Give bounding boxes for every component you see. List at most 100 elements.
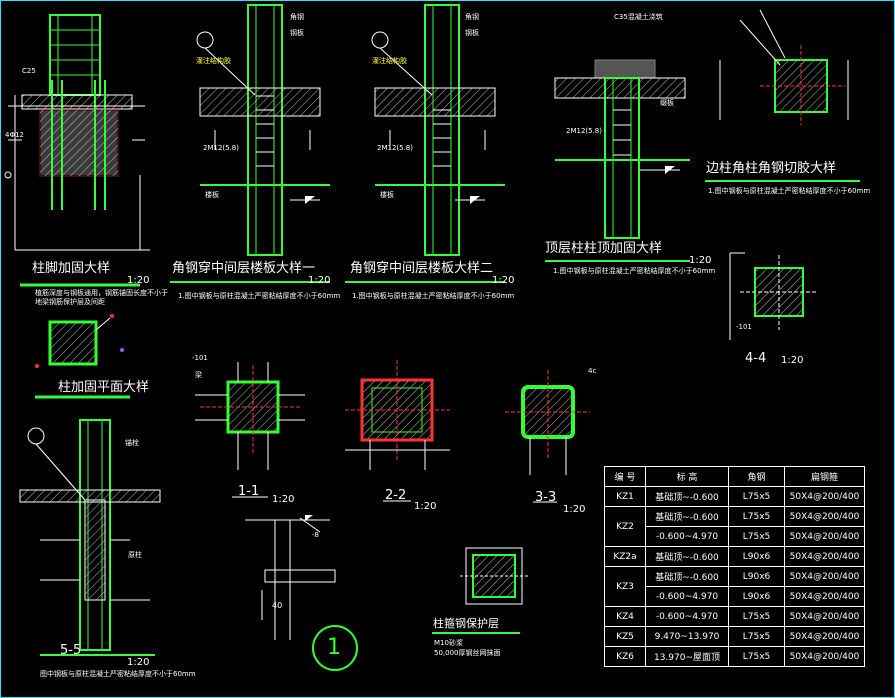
table-cell: 50X4@200/400	[784, 626, 865, 647]
label-4-4-l101: -101	[736, 323, 752, 331]
table-cell: KZ2a	[604, 546, 646, 567]
scale-4-4: 1:20	[781, 355, 804, 366]
column-reinforcement-table: 编 号 标 高 角钢 扁钢箍 KZ1 基础顶~-0.600 L75x5 50X4…	[604, 466, 865, 667]
table-row: -0.600~4.970 L90x6 50X4@200/400	[605, 586, 865, 607]
label-c35: C35混凝土浇筑	[614, 13, 663, 21]
title-cut: 边柱角柱角钢切胶大样	[706, 161, 837, 176]
table-row: KZ4 -0.600~4.970 L75x5 50X4@200/400	[604, 606, 865, 627]
table-cell: 基础顶~-0.600	[645, 566, 729, 587]
note-wrap-a: M10砂浆	[434, 639, 463, 647]
table-cell: L90x6	[728, 566, 785, 587]
table-header-cell: 编 号	[604, 466, 646, 487]
note-foot-a: 植筋深度与钢板通用，钢筋锚固长度不小于	[35, 289, 168, 297]
label-col-5: 原柱	[128, 551, 142, 559]
table-cell: 13.970~屋面顶	[645, 646, 729, 667]
table-cell: KZ2	[604, 506, 646, 547]
table-cell: 50X4@200/400	[784, 546, 865, 567]
label-glue-2: 灌注结构胶	[372, 57, 407, 65]
label-c25: C25	[22, 67, 36, 75]
table-cell: L75x5	[728, 526, 785, 547]
label-floor-1: 楼板	[205, 191, 219, 199]
table-cell: L75x5	[728, 646, 785, 667]
title-3-3: 3-3	[535, 490, 557, 505]
scale-1-1: 1:20	[272, 494, 295, 505]
table-row: KZ2 基础顶~-0.600 L75x5 50X4@200/400	[604, 506, 865, 547]
label-plate-2: 钢板	[465, 29, 479, 37]
table-row: KZ1 基础顶~-0.600 L75x5 50X4@200/400	[604, 486, 865, 507]
title-5-5: 5-5	[60, 643, 82, 658]
table-cell: L75x5	[728, 606, 785, 627]
label-plate-1: 钢板	[290, 29, 304, 37]
table-cell: KZ4	[604, 606, 646, 627]
table-cell: L75x5	[728, 626, 785, 647]
table-header-cell: 标 高	[645, 466, 729, 487]
corner-angle-detail	[719, 9, 849, 125]
column-foot-detail	[4, 14, 150, 251]
scale-foot: 1:20	[127, 275, 150, 286]
section-3-3	[505, 370, 590, 475]
label-2m12-a: 2M12(5.8)	[203, 144, 239, 152]
table-cell: L75x5	[728, 506, 785, 527]
label-2m12-c: 2M12(5.8)	[566, 127, 602, 135]
label-glue-1: 灌注结构胶	[196, 57, 231, 65]
note-foot-b: 地梁钢筋保护层及间距	[35, 298, 105, 306]
title-top: 顶层柱柱顶加固大样	[545, 241, 663, 256]
column-wrap-detail	[460, 547, 530, 605]
table-header-cell: 扁钢箍	[784, 466, 865, 487]
label-l101-1: -101	[192, 354, 208, 362]
section-2-2	[345, 360, 450, 470]
scale-joint1: 1:20	[308, 275, 331, 286]
title-foot: 柱脚加固大样	[32, 261, 111, 276]
scale-joint2: 1:20	[492, 275, 515, 286]
label-3-3-mark: 4c	[588, 367, 597, 375]
dim-40: 40	[272, 601, 283, 610]
scale-3-3: 1:20	[563, 504, 586, 515]
label-angle-2: 角钢	[465, 13, 479, 21]
section-1-1	[195, 362, 305, 470]
table-cell: -0.600~4.970	[645, 606, 729, 627]
column-plan-detail	[35, 314, 124, 368]
floor-joint-detail-2	[371, 4, 505, 256]
scale-5-5: 1:20	[127, 657, 150, 668]
note-top: 1.图中钢板与原柱混凝土严密粘结厚度不小于60mm	[553, 267, 716, 275]
label-4phi12-foot: 4Φ12	[5, 131, 24, 139]
table-row: KZ5 9.470~13.970 L75x5 50X4@200/400	[604, 626, 865, 647]
table-row: KZ6 13.970~屋面顶 L75x5 50X4@200/400	[604, 646, 865, 667]
table-cell: 基础顶~-0.600	[645, 506, 729, 527]
note-wrap-b: 50,000厚钢丝网抹面	[434, 649, 501, 657]
scale-2-2: 1:20	[414, 501, 437, 512]
label-beam-1: 梁	[195, 371, 202, 379]
section-4-4	[729, 252, 818, 340]
table-cell: 基础顶~-0.600	[645, 546, 729, 567]
column-top-detail	[554, 59, 690, 239]
table-cell: L90x6	[728, 586, 785, 607]
title-4-4: 4-4	[745, 351, 767, 366]
title-plan: 柱加固平面大样	[58, 380, 150, 395]
drawing-number: 1	[327, 635, 341, 660]
table-cell: 50X4@200/400	[784, 486, 865, 507]
note-cut: 1.图中钢板与原柱混凝土严密粘结厚度不小于60mm	[708, 187, 871, 195]
drawing-number-circle	[312, 625, 358, 671]
title-joint2: 角钢穿中间层楼板大样二	[350, 261, 494, 276]
title-wrap: 柱箍钢保护层	[433, 617, 499, 630]
table-cell: KZ1	[604, 486, 646, 507]
table-cell: L90x6	[728, 546, 785, 567]
table-cell: 9.470~13.970	[645, 626, 729, 647]
table-cell: -0.600~4.970	[645, 526, 729, 547]
label-2m12-b: 2M12(5.8)	[377, 144, 413, 152]
label-floor-2: 楼板	[380, 191, 394, 199]
note-joint2: 1.图中钢板与原柱混凝土严密粘结厚度不小于60mm	[352, 292, 515, 300]
table-cell: 50X4@200/400	[784, 566, 865, 587]
table-cell: -0.600~4.970	[645, 586, 729, 607]
table-cell: KZ3	[604, 566, 646, 607]
title-1-1: 1-1	[238, 484, 260, 499]
note-joint1: 1.图中钢板与原柱混凝土严密粘结厚度不小于60mm	[178, 292, 341, 300]
scale-top: 1:20	[689, 255, 712, 266]
anchor-elevation-detail	[245, 515, 336, 640]
table-cell: 50X4@200/400	[784, 646, 865, 667]
table-cell: 50X4@200/400	[784, 606, 865, 627]
table-cell: KZ5	[604, 626, 646, 647]
table-row: KZ3 基础顶~-0.600 L90x6 50X4@200/400	[604, 566, 865, 607]
table-header-row: 编 号 标 高 角钢 扁钢箍	[604, 466, 865, 487]
table-cell: 基础顶~-0.600	[645, 486, 729, 507]
